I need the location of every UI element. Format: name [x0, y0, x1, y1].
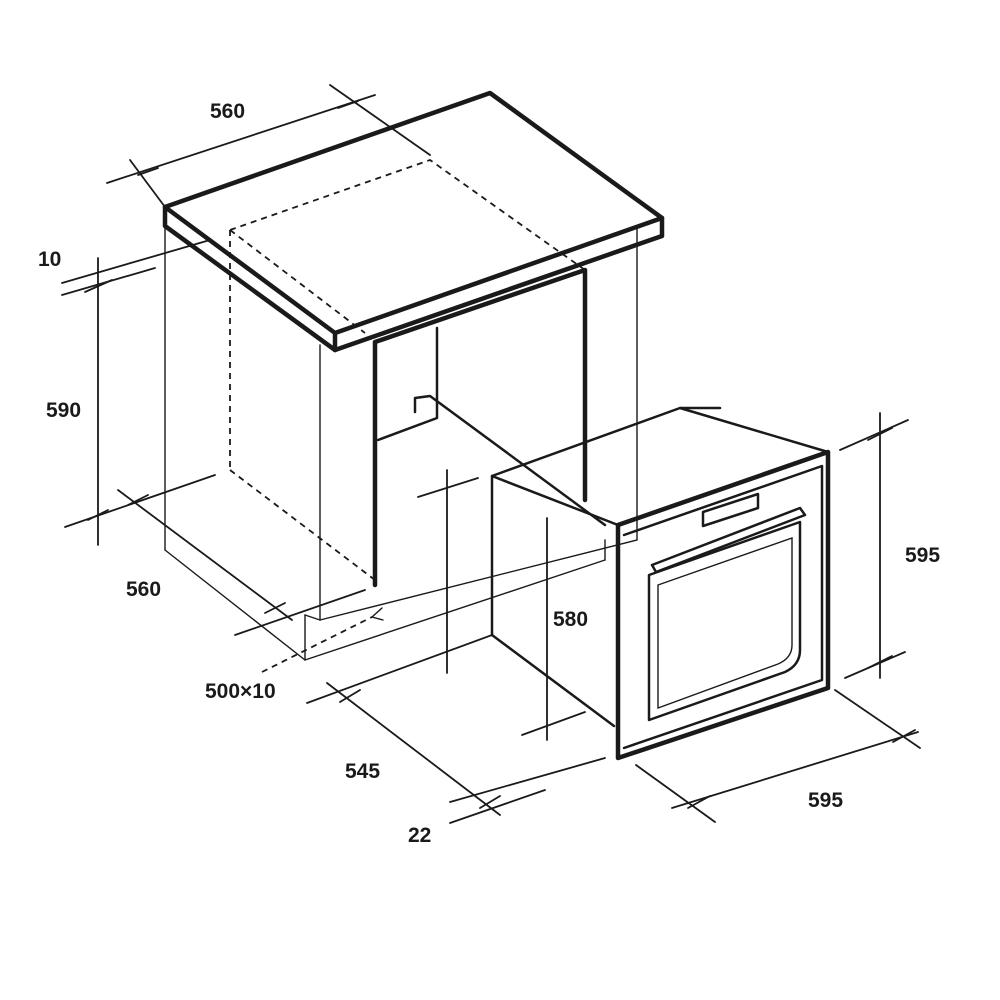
dimension-label-top-thickness: 10: [38, 248, 61, 271]
dimension-line-top-thickness: [61, 239, 211, 296]
dimension-label-vent-opening: 500×10: [205, 680, 276, 703]
dimension-label-top-width: 560: [210, 100, 245, 123]
dimension-line-oven-depth: [306, 634, 501, 816]
door-window: [647, 520, 802, 722]
door-handle-icon: [650, 506, 807, 574]
oven: [490, 406, 831, 761]
dimension-label-oven-depth: 545: [345, 760, 380, 783]
dimension-label-cabinet-depth: 560: [126, 578, 161, 601]
dimension-line-oven-height: [839, 412, 909, 679]
dimension-line-cabinet-depth: [117, 489, 366, 636]
dimension-line-oven-width: [635, 689, 921, 823]
dimension-label-oven-width: 595: [808, 789, 843, 812]
control-panel: [701, 492, 760, 528]
dimension-label-oven-height: 595: [905, 544, 940, 567]
cabinet-body: [164, 225, 638, 661]
dimension-line-oven-panel: [449, 757, 606, 824]
hidden-edges: [229, 158, 586, 673]
dimension-line-top-width: [106, 84, 431, 208]
countertop: [162, 90, 665, 353]
dimension-line-vent-opening: [371, 607, 384, 621]
dimension-line-oven-inner-height: [417, 469, 586, 741]
dimension-label-oven-inner-height: 580: [553, 608, 588, 631]
dimension-label-cabinet-height: 590: [46, 399, 81, 422]
dimension-line-cabinet-height: [64, 257, 216, 546]
cabinet-opening: [372, 267, 607, 588]
dimension-label-oven-panel: 22: [408, 824, 431, 847]
